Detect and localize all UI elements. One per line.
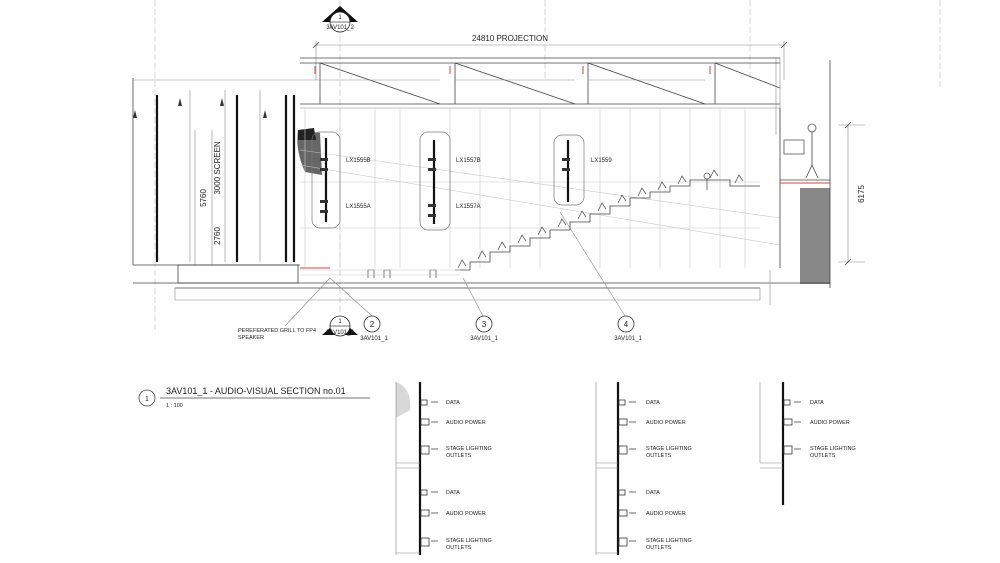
- detail-2-audio-power-label-b: AUDIO POWER: [446, 511, 486, 517]
- detail-callout-3-ref: 3AV101_1: [470, 336, 498, 342]
- detail-callout-3[interactable]: 3 3AV101_1: [470, 315, 498, 342]
- detail-2-data-label: DATA: [446, 400, 460, 406]
- grill-note: PEREFERATED GRILL TO FP4 SPEAKER: [238, 328, 316, 341]
- projection-dimension-label: 24810 PROJECTION: [472, 34, 548, 43]
- section-marker-bottom-number: 1: [338, 319, 342, 325]
- leader-lines: [284, 211, 626, 327]
- detail-4: DATA AUDIO POWER STAGE LIGHTING OUTLETS: [759, 382, 856, 505]
- detail-3-stage-lighting-label-b: STAGE LIGHTING: [646, 538, 692, 544]
- screen-dimensions: 3000 SCREEN 5760 2760: [194, 130, 222, 265]
- control-room: [780, 60, 831, 288]
- audience-seats: [367, 169, 744, 278]
- detail-4-outlets-label: OUTLETS: [810, 453, 836, 459]
- detail-2-audio-power-label: AUDIO POWER: [446, 420, 486, 426]
- fixture-label-lx1555b: LX1555B: [346, 158, 371, 164]
- detail-callout-4-number: 4: [624, 320, 629, 329]
- detail-2-stage-lighting-label-b: STAGE LIGHTING: [446, 538, 492, 544]
- height-lower-label: 2760: [213, 227, 222, 245]
- detail-3: DATA AUDIO POWER STAGE LIGHTING OUTLETS …: [595, 382, 692, 555]
- fixture-label-lx1555a: LX1555A: [346, 204, 371, 210]
- detail-4-data-label: DATA: [810, 400, 824, 406]
- title-block-title: 3AV101_1 - AUDIO-VISUAL SECTION no.01: [166, 386, 346, 396]
- detail-2-outlets-label: OUTLETS: [446, 453, 472, 459]
- section-marker-top-ref: 3AV101_2: [326, 25, 354, 31]
- section-marker-bottom-ref: 3AV101_2: [326, 330, 354, 336]
- detail-4-stage-lighting-label: STAGE LIGHTING: [810, 446, 856, 452]
- grill-note-line-2: SPEAKER: [238, 335, 264, 341]
- detail-2-data-label-b: DATA: [446, 490, 460, 496]
- detail-2: DATA AUDIO POWER STAGE LIGHTING OUTLETS …: [395, 382, 492, 555]
- fixture-label-lx1557b: LX1557B: [456, 158, 481, 164]
- title-block: 1 3AV101_1 - AUDIO-VISUAL SECTION no.01 …: [138, 386, 370, 409]
- detail-callout-4[interactable]: 4 3AV101_1: [614, 315, 642, 342]
- detail-callout-3-number: 3: [482, 320, 487, 329]
- lighting-booms: LX1555B LX1555A LX1557B LX1557A LX1559: [311, 131, 612, 231]
- detail-3-data-label-b: DATA: [646, 490, 660, 496]
- detail-callout-2-ref: 3AV101_1: [360, 336, 388, 342]
- detail-2-stage-lighting-label: STAGE LIGHTING: [446, 446, 492, 452]
- fixture-label-lx1559: LX1559: [591, 158, 612, 164]
- detail-3-audio-power-label-b: AUDIO POWER: [646, 511, 686, 517]
- height-total-label: 5760: [199, 189, 208, 207]
- roof-trusses: [300, 57, 781, 135]
- detail-3-outlets-label-b: OUTLETS: [646, 545, 672, 551]
- stage-flytower: [132, 78, 322, 265]
- detail-3-stage-lighting-label: STAGE LIGHTING: [646, 446, 692, 452]
- height-right-label: 6175: [857, 185, 866, 203]
- title-block-number: 1: [145, 396, 149, 403]
- fixture-label-lx1557a: LX1557A: [456, 204, 481, 210]
- projection-dimension: 24810 PROJECTION: [312, 34, 788, 80]
- section-marker-top[interactable]: 1 3AV101_2: [322, 6, 358, 33]
- detail-4-audio-power-label: AUDIO POWER: [810, 420, 850, 426]
- grill-note-line-1: PEREFERATED GRILL TO FP4: [238, 328, 316, 334]
- detail-3-audio-power-label: AUDIO POWER: [646, 420, 686, 426]
- section-marker-top-number: 1: [338, 15, 342, 21]
- detail-callout-4-ref: 3AV101_1: [614, 336, 642, 342]
- detail-3-outlets-label: OUTLETS: [646, 453, 672, 459]
- detail-3-data-label: DATA: [646, 400, 660, 406]
- section-marker-bottom[interactable]: 1 3AV101_2: [322, 315, 358, 337]
- right-height-dimension: 6175: [838, 121, 866, 266]
- detail-2-outlets-label-b: OUTLETS: [446, 545, 472, 551]
- title-block-scale: 1 : 100: [166, 403, 183, 409]
- detail-callout-2[interactable]: 2 3AV101_1: [360, 315, 388, 342]
- stage-floor: [133, 264, 830, 305]
- auditorium-wall: [299, 108, 781, 271]
- screen-dimension-label: 3000 SCREEN: [213, 141, 222, 195]
- detail-callout-2-number: 2: [370, 320, 375, 329]
